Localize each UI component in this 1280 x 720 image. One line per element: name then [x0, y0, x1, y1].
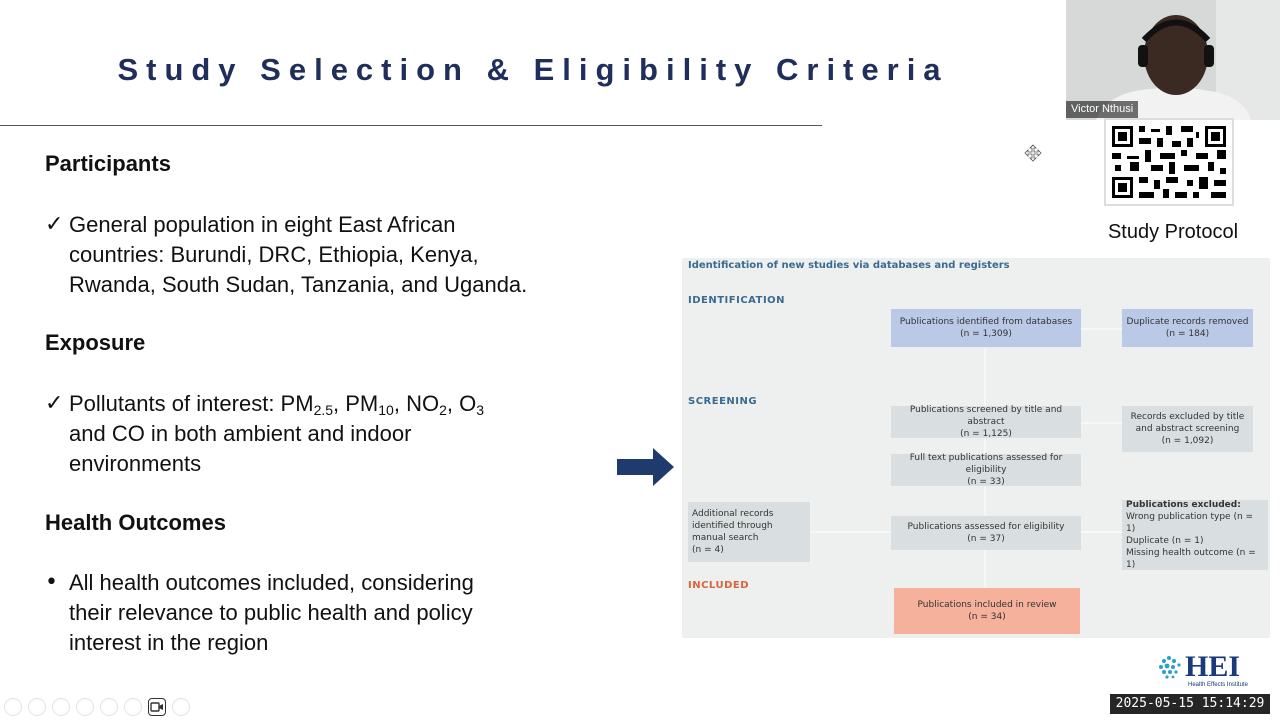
move-cursor-icon	[1024, 144, 1042, 162]
hei-logo-text: HEI	[1185, 650, 1241, 683]
box-count: (n = 33)	[967, 477, 1005, 487]
exposure-text: Pollutants of interest: PM2.5, PM10, NO2…	[69, 389, 629, 479]
box-title: Full text publications assessed for elig…	[909, 453, 1063, 475]
hei-logo-icon	[1159, 656, 1181, 679]
box-count: (n = 1,125)	[960, 429, 1012, 439]
o3-text: , O	[446, 391, 477, 416]
pollutants-prefix: Pollutants of interest: PM	[69, 391, 314, 416]
study-protocol-label: Study Protocol	[1107, 221, 1239, 243]
box-count: (n = 4)	[692, 545, 724, 555]
box-additional: Additional records identified through ma…	[688, 502, 810, 562]
box-title: Publications included in review	[917, 600, 1057, 610]
slides-icon[interactable]	[124, 698, 142, 716]
zoom-icon[interactable]	[100, 698, 118, 716]
exclusion-reason: Missing health outcome (n = 1)	[1126, 548, 1256, 570]
health-outcomes-text: All health outcomes included, considerin…	[69, 568, 629, 658]
box-title: Duplicate records removed	[1126, 317, 1249, 327]
qr-code[interactable]	[1104, 118, 1234, 206]
box-screened: Publications screened by title and abstr…	[891, 405, 1081, 439]
box-fulltext: Full text publications assessed for elig…	[891, 453, 1081, 487]
more-icon[interactable]	[172, 698, 190, 716]
box-included: Publications included in review (n = 34)	[894, 588, 1080, 634]
box-count: (n = 1,092)	[1161, 436, 1214, 446]
presentation-toolbar	[4, 698, 190, 716]
participants-line: General population in eight East African	[69, 212, 456, 237]
box-duplicates: Duplicate records removed (n = 184)	[1122, 309, 1253, 347]
phase-screening: SCREENING	[688, 396, 758, 407]
pollutants-line: Pollutants of interest: PM2.5, PM10, NO2…	[69, 389, 629, 419]
box-title: Additional records identified through ma…	[692, 509, 774, 543]
pm25-subscript: 2.5	[313, 402, 334, 418]
participants-line: Rwanda, South Sudan, Tanzania, and Ugand…	[69, 272, 528, 297]
participant-name-tag: Victor Nthusi	[1066, 101, 1139, 118]
box-title: Publications screened by title and abstr…	[909, 405, 1063, 427]
box-title: Publications excluded:	[1126, 500, 1241, 510]
box-count: (n = 37)	[967, 534, 1005, 544]
check-icon: ✓	[45, 391, 64, 416]
exclusion-reason: Duplicate (n = 1)	[1126, 536, 1204, 546]
speaker-video-frame	[1066, 0, 1280, 120]
check-icon: ✓	[45, 212, 64, 237]
box-title: Publications assessed for eligibility	[907, 522, 1065, 532]
qr-code-image	[1106, 120, 1232, 204]
right-arrow-icon	[617, 448, 674, 486]
connector-line	[1080, 328, 1122, 330]
hei-logo-subtext: Health Effects Institute	[1188, 682, 1248, 688]
no2-text: , NO	[393, 391, 440, 416]
copy-icon[interactable]	[76, 698, 94, 716]
connector-line	[810, 531, 892, 533]
box-excluded-title: Records excluded by title and abstract s…	[1122, 406, 1253, 452]
health-outcomes-heading: Health Outcomes	[45, 510, 226, 535]
box-title: Publications identified from databases	[899, 317, 1073, 327]
phase-included: INCLUDED	[688, 580, 749, 591]
no2-subscript: 2	[439, 402, 447, 418]
participants-heading: Participants	[45, 151, 171, 176]
exposure-line: environments	[69, 451, 202, 476]
bullet-icon: •	[45, 570, 58, 595]
prisma-flow-diagram: Identification of new studies via databa…	[682, 258, 1270, 638]
phase-identification: IDENTIFICATION	[688, 295, 786, 306]
flow-diagram-header: Identification of new studies via databa…	[688, 260, 1010, 271]
box-count: (n = 184)	[1165, 329, 1210, 339]
box-identified: Publications identified from databases (…	[891, 309, 1081, 347]
exclusion-reason: Wrong publication type (n = 1)	[1126, 512, 1254, 534]
box-title: Records excluded by title and abstract s…	[1130, 412, 1245, 434]
slide-title: Study Selection & Eligibility Criteria	[117, 52, 949, 87]
connector-line	[1080, 422, 1122, 424]
camera-icon[interactable]	[148, 698, 166, 716]
health-line: All health outcomes included, considerin…	[69, 570, 474, 595]
participants-text: General population in eight East African…	[69, 210, 629, 300]
recording-timestamp: 2025-05-15 15:14:29	[1110, 694, 1270, 714]
title-divider	[0, 125, 822, 126]
box-count: (n = 1,309)	[960, 329, 1012, 339]
camera-glyph	[150, 702, 163, 712]
box-excluded: Publications excluded: Wrong publication…	[1122, 500, 1268, 570]
exposure-line: and CO in both ambient and indoor	[69, 421, 412, 446]
health-line: their relevance to public health and pol…	[69, 600, 473, 625]
pen-icon[interactable]	[52, 698, 70, 716]
box-assessed: Publications assessed for eligibility (n…	[891, 516, 1081, 550]
pm10-text: , PM	[333, 391, 379, 416]
o3-subscript: 3	[476, 402, 485, 418]
box-count: (n = 34)	[968, 612, 1006, 622]
health-line: interest in the region	[69, 630, 269, 655]
next-icon[interactable]	[28, 698, 46, 716]
participants-line: countries: Burundi, DRC, Ethiopia, Kenya…	[69, 242, 479, 267]
pm10-subscript: 10	[378, 402, 394, 418]
prev-icon[interactable]	[4, 698, 22, 716]
connector-line	[1080, 531, 1122, 533]
participant-video[interactable]	[1066, 0, 1280, 120]
exposure-heading: Exposure	[45, 330, 146, 355]
